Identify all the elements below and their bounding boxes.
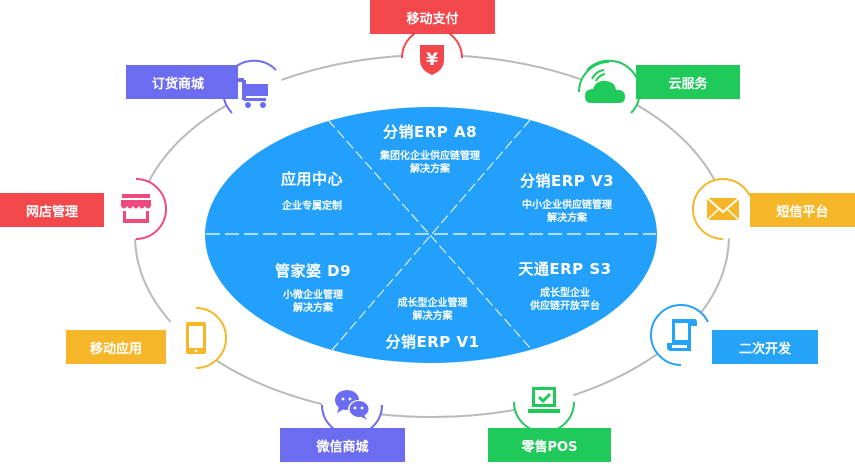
segment-erp-v3[interactable]: 分销ERP V3 中小企业供应链管理 解决方案 xyxy=(492,170,642,225)
segment-desc-line: 解决方案 xyxy=(293,303,333,314)
node-label: 零售POS xyxy=(521,439,578,455)
scroll-icon xyxy=(667,319,697,351)
segment-desc-line: 集团化企业供应链管理 xyxy=(380,151,480,162)
node-mobile-pay[interactable]: 移动支付 xyxy=(370,0,495,34)
segment-title: 天通ERP S3 xyxy=(518,260,612,278)
node-label: 订货商城 xyxy=(151,76,204,92)
segment-title: 管家婆 D9 xyxy=(274,262,352,280)
node-secondary-dev[interactable]: 二次开发 xyxy=(712,330,818,364)
node-label: 二次开发 xyxy=(738,341,791,357)
segment-app-center[interactable]: 应用中心 企业专属定制 xyxy=(252,168,372,213)
node-sms-platform[interactable]: 短信平台 xyxy=(750,193,855,227)
node-label: 微信商城 xyxy=(316,439,369,455)
segment-erp-a8[interactable]: 分销ERP A8 集团化企业供应链管理 解决方案 xyxy=(350,121,510,176)
divider-diagonal-1 xyxy=(327,119,533,351)
segment-title: 分销ERP V3 xyxy=(519,172,615,190)
node-mobile-app[interactable]: 移动应用 xyxy=(66,330,166,364)
node-retail-pos[interactable]: 零售POS xyxy=(488,428,611,462)
node-cloud-service[interactable]: 云服务 xyxy=(636,65,740,99)
segment-title: 应用中心 xyxy=(280,170,343,188)
node-shop-management[interactable]: 网店管理 xyxy=(0,193,104,227)
node-label: 网店管理 xyxy=(25,204,78,220)
segment-desc-line: 成长型企业 xyxy=(540,288,590,299)
svg-text:¥: ¥ xyxy=(426,50,438,70)
segment-desc-line: 解决方案 xyxy=(412,311,453,322)
segment-desc-line: 企业专属定制 xyxy=(282,201,342,212)
segment-desc-line: 小微企业管理 xyxy=(283,290,343,301)
storefront-icon xyxy=(121,194,151,223)
node-label: 云服务 xyxy=(668,76,708,92)
segment-erp-s3[interactable]: 天通ERP S3 成长型企业 供应链开放平台 xyxy=(490,258,640,313)
segment-desc-line: 成长型企业管理 xyxy=(397,298,468,309)
center-ellipse xyxy=(205,107,657,363)
segment-desc-line: 中小企业供应链管理 xyxy=(522,200,612,211)
node-wechat-mall[interactable]: 微信商城 xyxy=(280,428,405,462)
cloud-signal-icon xyxy=(585,69,625,103)
pos-terminal-icon xyxy=(528,387,560,413)
node-label: 短信平台 xyxy=(776,204,829,220)
node-label: 移动应用 xyxy=(89,341,142,357)
node-label: 移动支付 xyxy=(406,11,459,27)
wechat-icon xyxy=(335,390,370,420)
segment-title: 分销ERP V1 xyxy=(385,333,480,351)
shopping-cart-icon xyxy=(236,78,268,108)
divider-diagonal-2 xyxy=(331,119,531,351)
mobile-phone-icon xyxy=(186,322,206,354)
segment-erp-v1[interactable]: 成长型企业管理 解决方案 分销ERP V1 xyxy=(360,297,505,352)
node-circle-shop xyxy=(106,178,167,240)
node-order-mall[interactable]: 订货商城 xyxy=(126,65,238,99)
segment-desc-line: 供应链开放平台 xyxy=(530,301,600,312)
segment-desc-line: 解决方案 xyxy=(547,213,587,224)
segment-d9[interactable]: 管家婆 D9 小微企业管理 解决方案 xyxy=(248,260,378,315)
segment-desc-line: 解决方案 xyxy=(410,164,450,175)
segment-title: 分销ERP A8 xyxy=(382,123,478,141)
yen-shield-icon: ¥ xyxy=(420,45,444,75)
envelope-icon xyxy=(706,197,740,221)
